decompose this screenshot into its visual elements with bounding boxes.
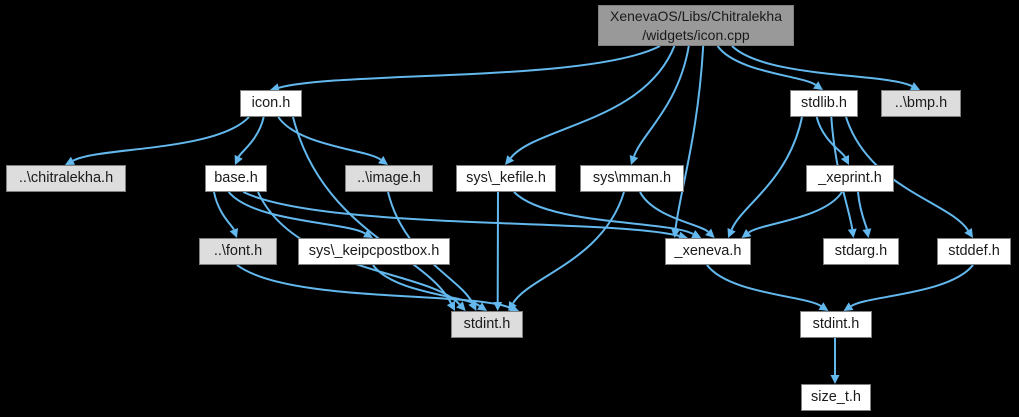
- graph-node-xeneva-h[interactable]: _xeneva.h: [665, 238, 751, 265]
- graph-edge-font-h-to-stdint-left: [237, 265, 511, 308]
- graph-edge-arrowhead: [477, 302, 487, 311]
- graph-node-label: _xeprint.h: [818, 171, 882, 187]
- graph-node-label: stdint.h: [813, 317, 860, 333]
- graph-edge-arrowhead: [862, 228, 871, 238]
- graph-edge-base-h-to-font-h: [214, 192, 234, 230]
- graph-node-label: ..\bmp.h: [895, 96, 947, 112]
- graph-node-label: sys\_keipcpostbox.h: [309, 244, 440, 260]
- graph-node-label: stdint.h: [464, 317, 511, 333]
- graph-edge-root-to-mman-h: [634, 46, 689, 157]
- graph-node-base-h[interactable]: base.h: [205, 165, 267, 192]
- graph-node-label: sys\_kefile.h: [466, 171, 546, 187]
- graph-node-stddef-h[interactable]: stddef.h: [937, 238, 1011, 265]
- graph-node-label: stdlib.h: [801, 96, 847, 112]
- graph-node-root[interactable]: XenevaOS/Libs/Chitralekha /widgets/icon.…: [598, 5, 794, 46]
- graph-node-mman-h[interactable]: sys\mman.h: [580, 165, 684, 192]
- graph-edge-xeprint-h-to-stdarg-h: [858, 192, 867, 229]
- graph-node-image-h[interactable]: ..\image.h: [345, 165, 433, 192]
- graph-edge-mman-h-to-stdint-left: [513, 192, 624, 303]
- graph-edge-stddef-h-to-stdint-right: [851, 265, 973, 306]
- graph-edge-arrowhead: [964, 228, 973, 238]
- graph-edge-root-to-xeneva-h: [676, 46, 704, 229]
- graph-node-xeprint-h[interactable]: _xeprint.h: [806, 165, 894, 192]
- graph-node-kefile-h[interactable]: sys\_kefile.h: [456, 165, 556, 192]
- graph-node-label: stddef.h: [948, 244, 1000, 260]
- graph-edge-arrowhead: [742, 229, 752, 238]
- graph-edge-arrowhead: [378, 156, 388, 165]
- graph-edge-arrowhead: [848, 229, 857, 239]
- graph-node-label: icon.h: [252, 96, 291, 112]
- graph-node-stdint-right[interactable]: stdint.h: [800, 311, 872, 338]
- graph-node-label: _xeneva.h: [675, 244, 742, 260]
- graph-edge-root-to-stdlib-h: [718, 46, 816, 85]
- graph-node-font-h[interactable]: ..\font.h: [199, 238, 277, 265]
- graph-node-label: base.h: [214, 171, 258, 187]
- graph-edge-root-to-bmp-h: [732, 46, 912, 86]
- graph-node-stdint-left[interactable]: stdint.h: [451, 311, 523, 338]
- graph-edge-arrowhead: [819, 302, 829, 311]
- graph-edge-root-to-icon-h: [279, 46, 660, 88]
- graph-edge-icon-h-to-image-h: [278, 117, 380, 160]
- graph-node-stdarg-h[interactable]: stdarg.h: [823, 238, 899, 265]
- graph-node-label: XenevaOS/Libs/Chitralekha /widgets/icon.…: [610, 7, 782, 45]
- graph-node-bmp-h[interactable]: ..\bmp.h: [881, 90, 961, 117]
- graph-edge-icon-h-to-chitralekha-h: [73, 117, 249, 161]
- graph-edge-xeneva-h-to-stdint-right: [707, 265, 821, 306]
- graph-node-label: ..\image.h: [357, 171, 421, 187]
- graph-edge-arrowhead: [813, 81, 823, 90]
- graph-node-label: stdarg.h: [835, 244, 887, 260]
- graph-node-label: size_t.h: [811, 390, 861, 406]
- graph-edge-arrowhead: [630, 155, 639, 165]
- graph-edge-stdlib-h-to-xeneva-h: [732, 117, 802, 230]
- graph-node-chitralekha-h[interactable]: ..\chitralekha.h: [6, 165, 126, 192]
- graph-edge-arrowhead: [831, 375, 840, 384]
- graph-node-stdlib-h[interactable]: stdlib.h: [790, 90, 858, 117]
- graph-node-icon-h[interactable]: icon.h: [240, 90, 302, 117]
- graph-node-label: ..\chitralekha.h: [19, 171, 113, 187]
- graph-node-size-t-h[interactable]: size_t.h: [801, 384, 871, 411]
- graph-edge-xeprint-h-to-xeneva-h: [749, 192, 842, 233]
- graph-node-keipc-h[interactable]: sys\_keipcpostbox.h: [298, 238, 450, 265]
- graph-node-label: ..\font.h: [214, 244, 262, 260]
- graph-node-label: sys\mman.h: [593, 171, 671, 187]
